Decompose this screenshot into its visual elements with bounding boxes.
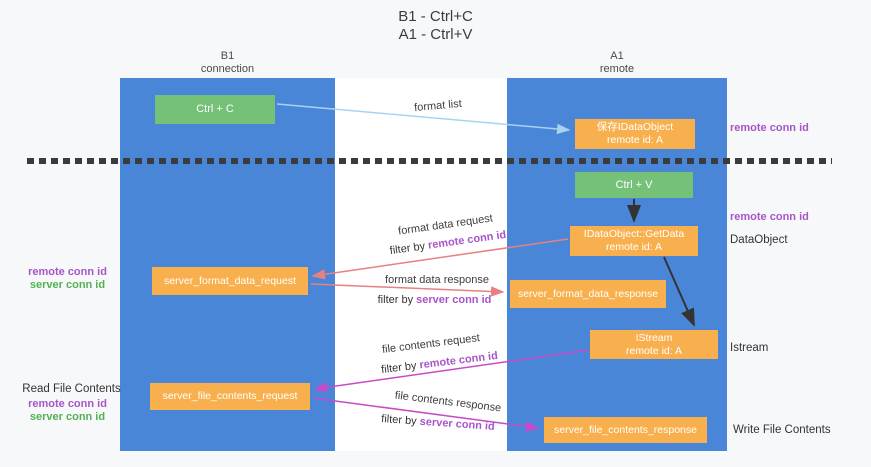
getdata-remote-id: remote id: A [605, 241, 663, 253]
server-conn-id-text: server conn id [416, 294, 492, 306]
column-header-b1: B1 connection [120, 50, 335, 76]
save-idataobject-box: 保存IDataObject remote id: A [575, 119, 695, 149]
column-header-b1-role: connection [200, 63, 255, 75]
read-file-contents-label: Read File Contents [22, 383, 121, 395]
filter-by-text: filter by [377, 294, 414, 306]
server-file-contents-response-box: server_file_contents_response [544, 417, 707, 443]
left-remote-conn-id-format: remote conn id [28, 266, 107, 278]
column-header-a1-role: remote [599, 63, 635, 75]
save-idataobject-remote-id: remote id: A [606, 134, 664, 146]
ctrl-c-box: Ctrl + C [155, 95, 275, 124]
istream-side-label: Istream [730, 342, 769, 354]
filter-by-text: filter by [380, 413, 418, 428]
diagram-title-line1: B1 - Ctrl+C [398, 8, 473, 25]
left-server-conn-id-format: server conn id [29, 279, 106, 291]
getdata-label: IDataObject::GetData [583, 228, 685, 240]
left-server-conn-id-file: server conn id [29, 411, 106, 423]
istream-label: IStream [635, 331, 673, 344]
column-header-a1: A1 remote [507, 50, 727, 76]
column-header-b1-name: B1 [220, 50, 235, 62]
server-file-contents-request-box: server_file_contents_request [150, 383, 310, 410]
column-header-a1-name: A1 [610, 50, 624, 62]
getdata-box: IDataObject::GetData remote id: A [570, 226, 698, 256]
istream-remote-id: remote id: A [625, 344, 683, 357]
right-remote-conn-id-top: remote conn id [730, 122, 809, 134]
istream-box: IStream remote id: A [590, 330, 718, 359]
left-remote-conn-id-file: remote conn id [28, 398, 107, 410]
right-remote-conn-id-mid: remote conn id [730, 211, 809, 223]
save-idataobject-label: 保存IDataObject [596, 121, 674, 133]
dataobject-label: DataObject [730, 234, 788, 246]
clipboard-boundary-dashed-line [27, 158, 832, 164]
diagram-title-line2: A1 - Ctrl+V [398, 26, 473, 43]
ctrl-v-box: Ctrl + V [575, 172, 693, 198]
server-format-data-request-box: server_format_data_request [152, 267, 308, 295]
label-format-data-response: format data response [385, 274, 489, 286]
label-filter-server-conn-format: filter by server conn id [372, 294, 497, 306]
write-file-contents-label: Write File Contents [733, 424, 831, 436]
server-format-data-response-box: server_format_data_response [510, 280, 666, 308]
